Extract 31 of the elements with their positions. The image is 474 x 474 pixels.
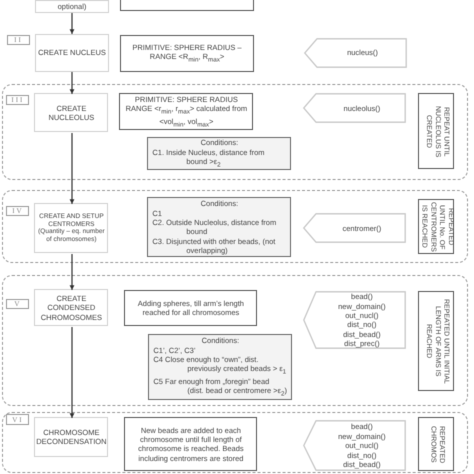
process-box: [35, 34, 109, 72]
function-tag: [304, 38, 407, 68]
function-tag: [303, 93, 406, 124]
description-box: [124, 290, 258, 326]
conditions-box: [147, 197, 292, 258]
repeat-box: [418, 93, 454, 170]
stage-group: [2, 275, 468, 406]
process-box: [34, 203, 108, 254]
arrow: [70, 13, 74, 34]
stage-group: [2, 412, 468, 473]
repeat-box: [418, 291, 454, 392]
process-box: [34, 93, 108, 132]
function-tag: [303, 213, 406, 244]
conditions-box: [148, 334, 292, 400]
description-box: [119, 93, 254, 130]
process-box: [34, 289, 108, 326]
arrow: [70, 72, 74, 94]
process-box: [34, 417, 108, 458]
description-box: [120, 35, 254, 72]
stage-group: [2, 84, 468, 180]
repeat-box: [418, 417, 454, 472]
conditions-box: [147, 137, 292, 170]
arrow: [70, 133, 74, 204]
function-tag: [303, 291, 406, 350]
arrow: [70, 254, 74, 290]
description-box: [120, 0, 254, 11]
arrow: [70, 327, 74, 418]
function-tag: [303, 420, 406, 472]
description-box: [124, 417, 258, 472]
stage-group: [2, 190, 468, 263]
process-box: [35, 0, 109, 13]
